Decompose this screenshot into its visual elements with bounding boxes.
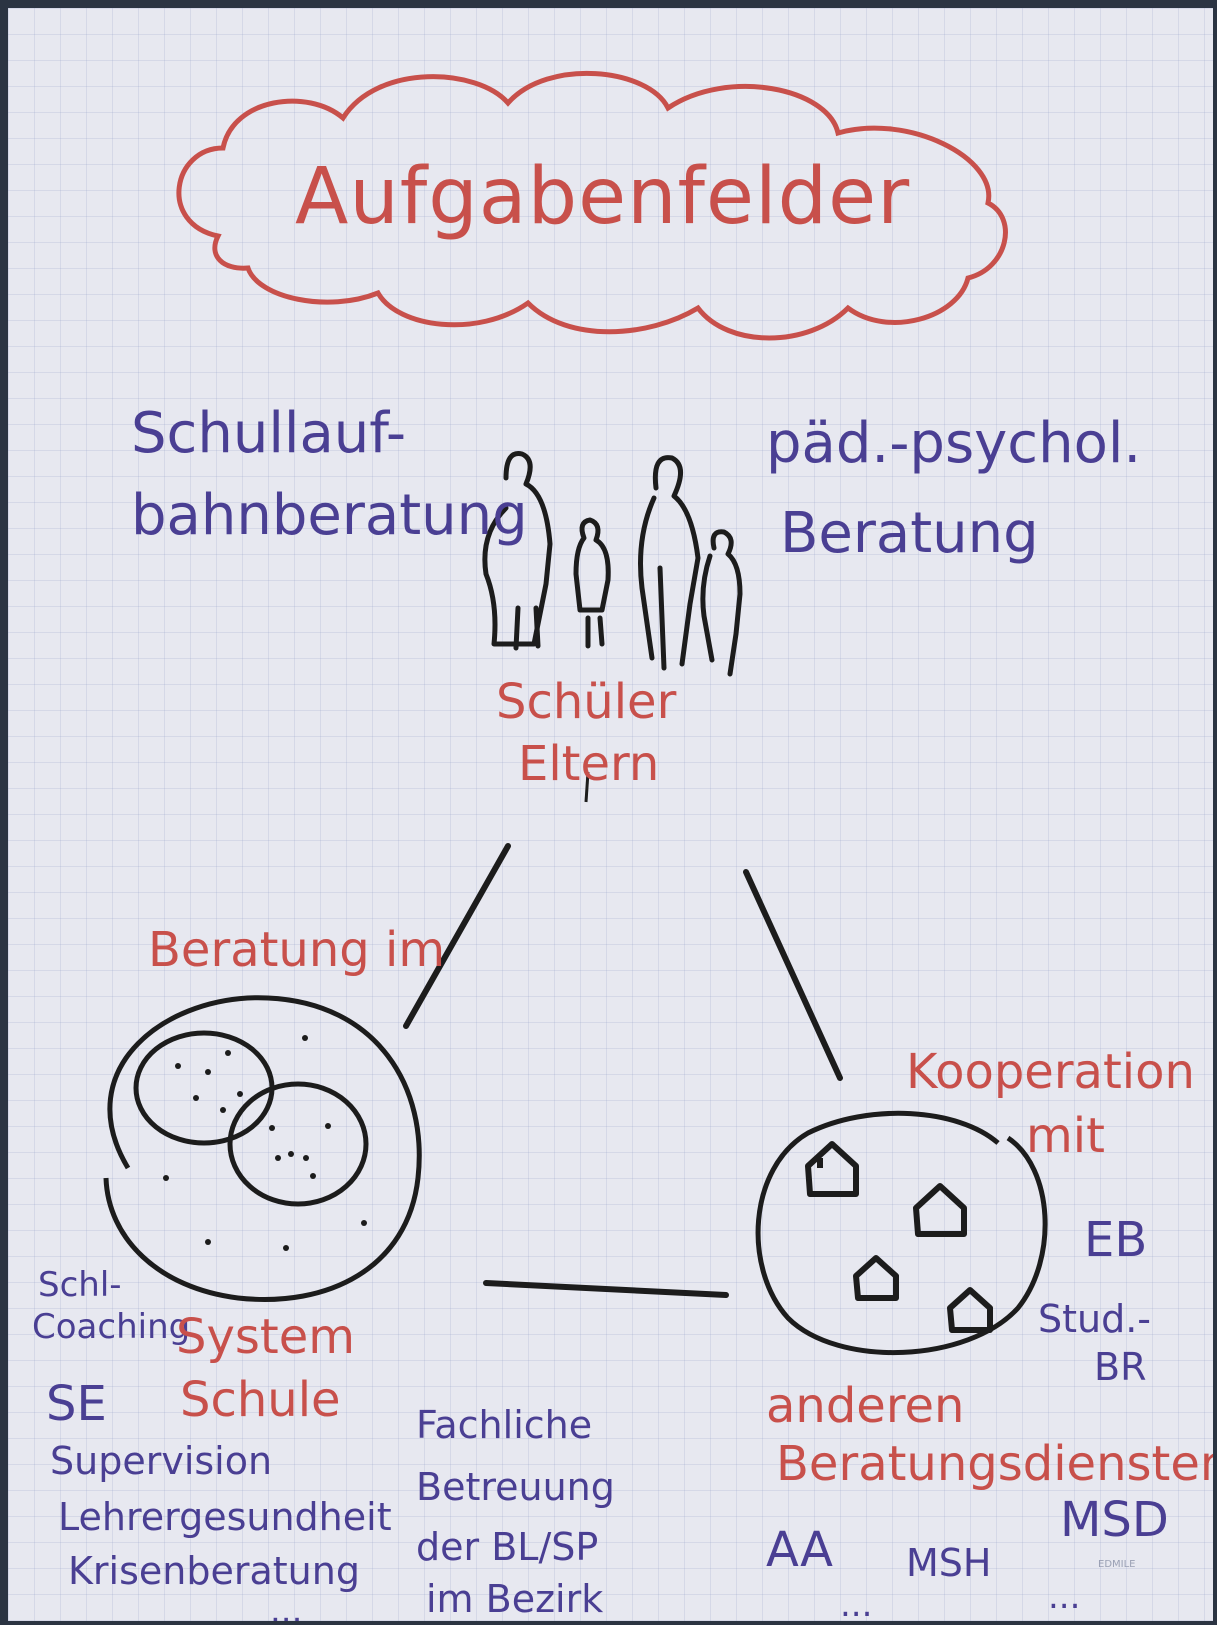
left-list-item-crisis-counseling: Krisenberatung [68, 1549, 360, 1593]
right-list-eb: EB [1084, 1212, 1148, 1268]
cooperation-label: Kooperation [906, 1044, 1195, 1100]
flipchart-paper: Aufgabenfelder Schullauf- bahnberatung p… [8, 8, 1213, 1621]
page-title: Aufgabenfelder [295, 152, 911, 242]
middle-list-line1: Fachliche [416, 1403, 593, 1447]
left-list-item-teacher-health: Lehrergesundheit [58, 1495, 392, 1539]
school-coaching-line1: Schl- [38, 1265, 122, 1305]
pen-mark [584, 771, 590, 803]
bottom-aa: AA [766, 1522, 834, 1578]
middle-list-line4: im Bezirk [426, 1577, 604, 1621]
other-services-line2: Beratungsdiensten [776, 1436, 1213, 1492]
connector-lines [403, 843, 843, 1298]
with-label: mit [1026, 1108, 1105, 1164]
middle-list-line3: der BL/SP [416, 1525, 599, 1569]
psych-counseling-line1: päd.-psychol. [766, 411, 1142, 476]
school-system-circles [103, 995, 422, 1302]
family-icon [482, 451, 743, 677]
school-career-counseling-line1: Schullauf- [131, 401, 407, 466]
house-icons [805, 1141, 993, 1333]
psych-counseling-line2: Beratung [780, 501, 1039, 566]
left-list-item-more: ... [270, 1591, 303, 1621]
hand-drawings [103, 70, 1048, 1356]
counseling-in-label: Beratung im [148, 922, 446, 978]
parents-label: Eltern [518, 736, 660, 792]
school-label: Schule [180, 1372, 341, 1428]
cooperation-circle [755, 1110, 1048, 1356]
left-list-item-se: SE [46, 1376, 107, 1432]
middle-list-line2: Betreuung [416, 1465, 615, 1509]
left-list-item-supervision: Supervision [50, 1439, 273, 1483]
bottom-msh: MSH [906, 1541, 992, 1585]
right-list-stud: Stud.- [1038, 1297, 1152, 1341]
watermark: EDMILE [1098, 1559, 1136, 1570]
bottom-more-2: ... [1048, 1577, 1081, 1617]
students-label: Schüler [496, 674, 677, 730]
bottom-more-1: ... [840, 1585, 873, 1621]
school-coaching-line2: Coaching [32, 1307, 191, 1347]
other-services-line1: anderen [766, 1378, 965, 1434]
system-label: System [176, 1309, 355, 1365]
bottom-msd: MSD [1060, 1492, 1169, 1548]
school-system-dots [163, 1035, 367, 1251]
school-career-counseling-line2: bahnberatung [131, 483, 528, 548]
title-cloud [176, 70, 1008, 341]
right-list-br: BR [1094, 1345, 1147, 1389]
